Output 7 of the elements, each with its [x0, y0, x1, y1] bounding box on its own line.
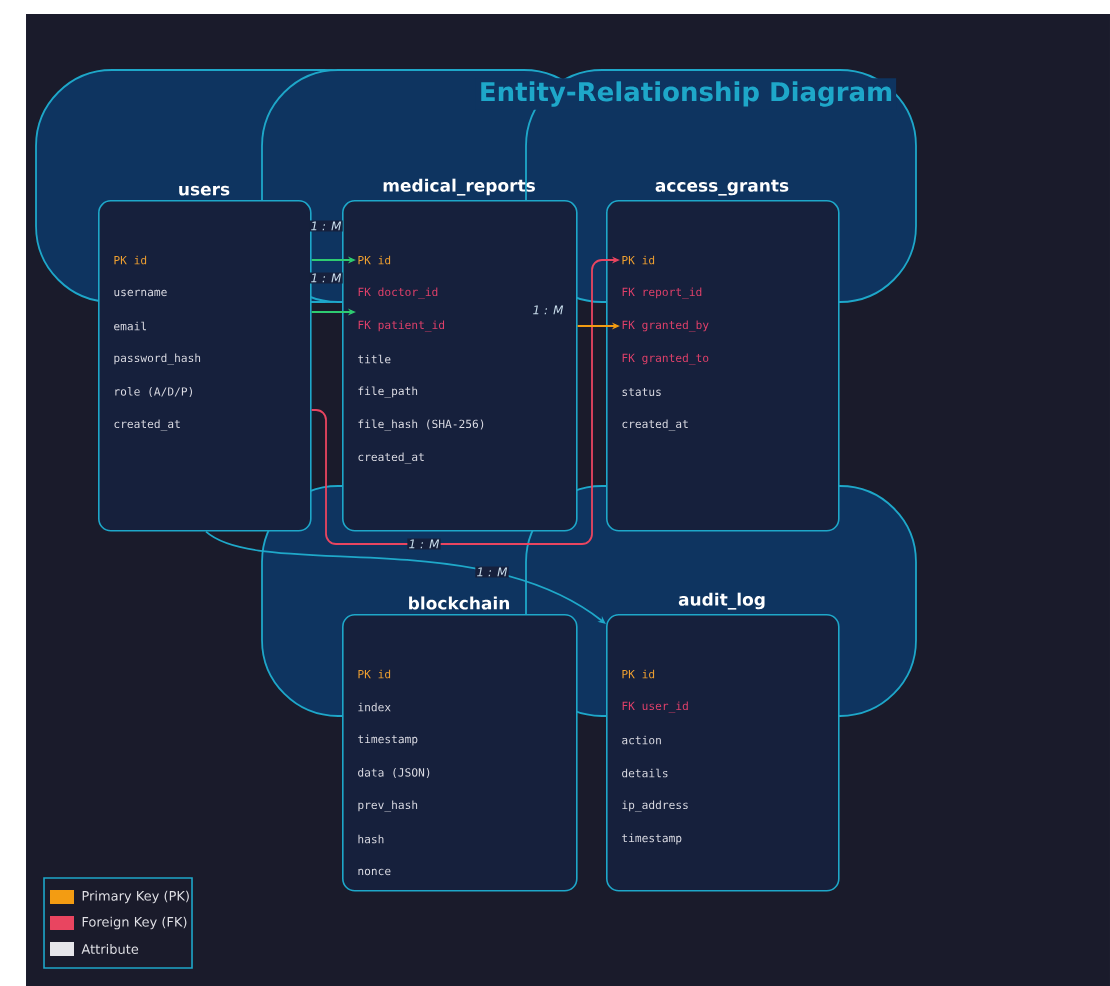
diagram-title: Entity-Relationship Diagram [475, 78, 897, 110]
arrow [205, 530, 606, 624]
node-label: medical_reports [383, 178, 535, 196]
node-label: users [179, 185, 230, 196]
node-label: audit_log [678, 592, 765, 610]
node-label: access_grants [655, 179, 789, 196]
node-label: blockchain [409, 596, 510, 610]
